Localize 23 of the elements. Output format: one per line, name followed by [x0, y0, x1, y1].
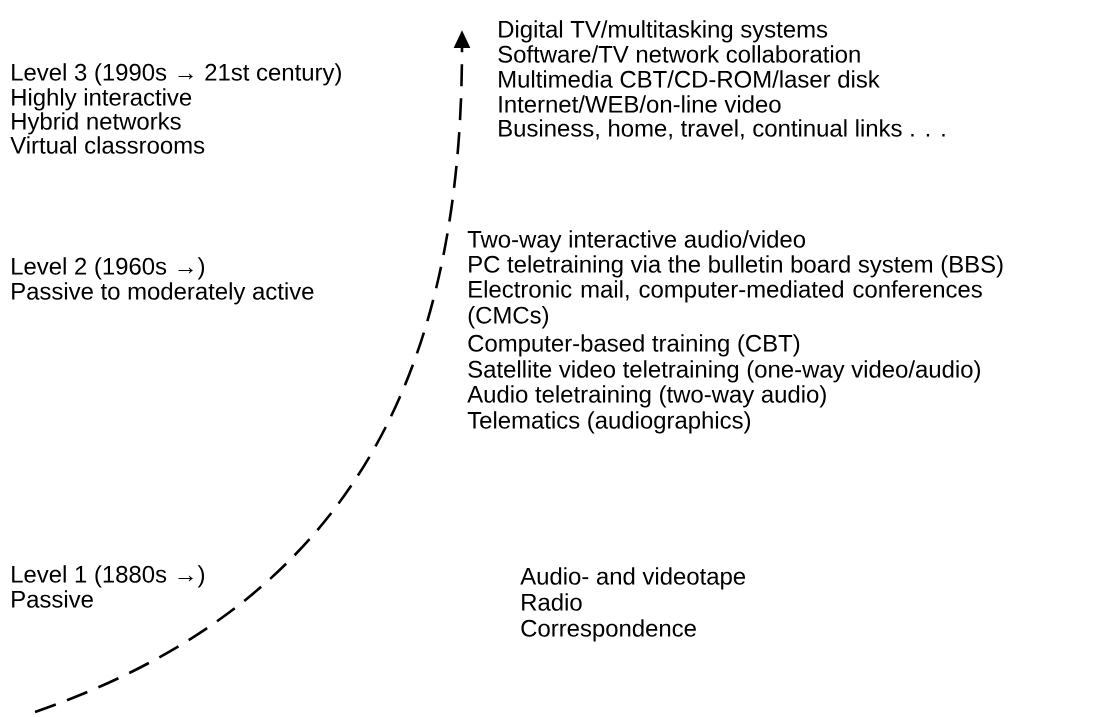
list-item: Multimedia CBT/CD-ROM/laser disk — [499, 70, 880, 88]
list-item: Correspondence — [521, 619, 696, 642]
level-text: Level 2 (1960s →) — [12, 257, 205, 280]
list-item: Two-way interactive audio/video — [467, 230, 806, 253]
level-text: Passive to moderately active — [12, 282, 314, 305]
level-text: Level 1 (1880s →) — [12, 565, 205, 588]
list-item: Audio teletraining (two-way audio) — [467, 385, 826, 408]
list-item: Electronic mail, computer-mediated conferences (CMCs) — [468, 280, 982, 329]
level-text: Virtual classrooms — [10, 136, 205, 154]
list-item: Satellite video teletraining (one-way video/audio) — [468, 360, 980, 383]
list-item: Telematics (audiographics) — [467, 411, 751, 434]
list-item: Business, home, travel, continual links . . . — [499, 119, 945, 140]
list-item: Software/TV network collaboration — [498, 45, 860, 63]
list-item: Radio — [522, 593, 582, 611]
list-item: Computer-based training (CBT) — [468, 334, 800, 357]
list-item: Audio- and videotape — [520, 567, 746, 590]
list-item: Internet/WEB/on-line video — [499, 95, 781, 113]
level-text: Level 3 (1990s → 21st century) — [12, 63, 341, 86]
list-item: PC teletraining via the bulletin board system (BBS) — [469, 255, 1003, 278]
level-text: Hybrid networks — [12, 112, 181, 135]
list-item: Digital TV/multitasking systems — [499, 20, 828, 43]
level-text: Passive — [12, 590, 93, 608]
level-text: Highly interactive — [12, 88, 192, 111]
